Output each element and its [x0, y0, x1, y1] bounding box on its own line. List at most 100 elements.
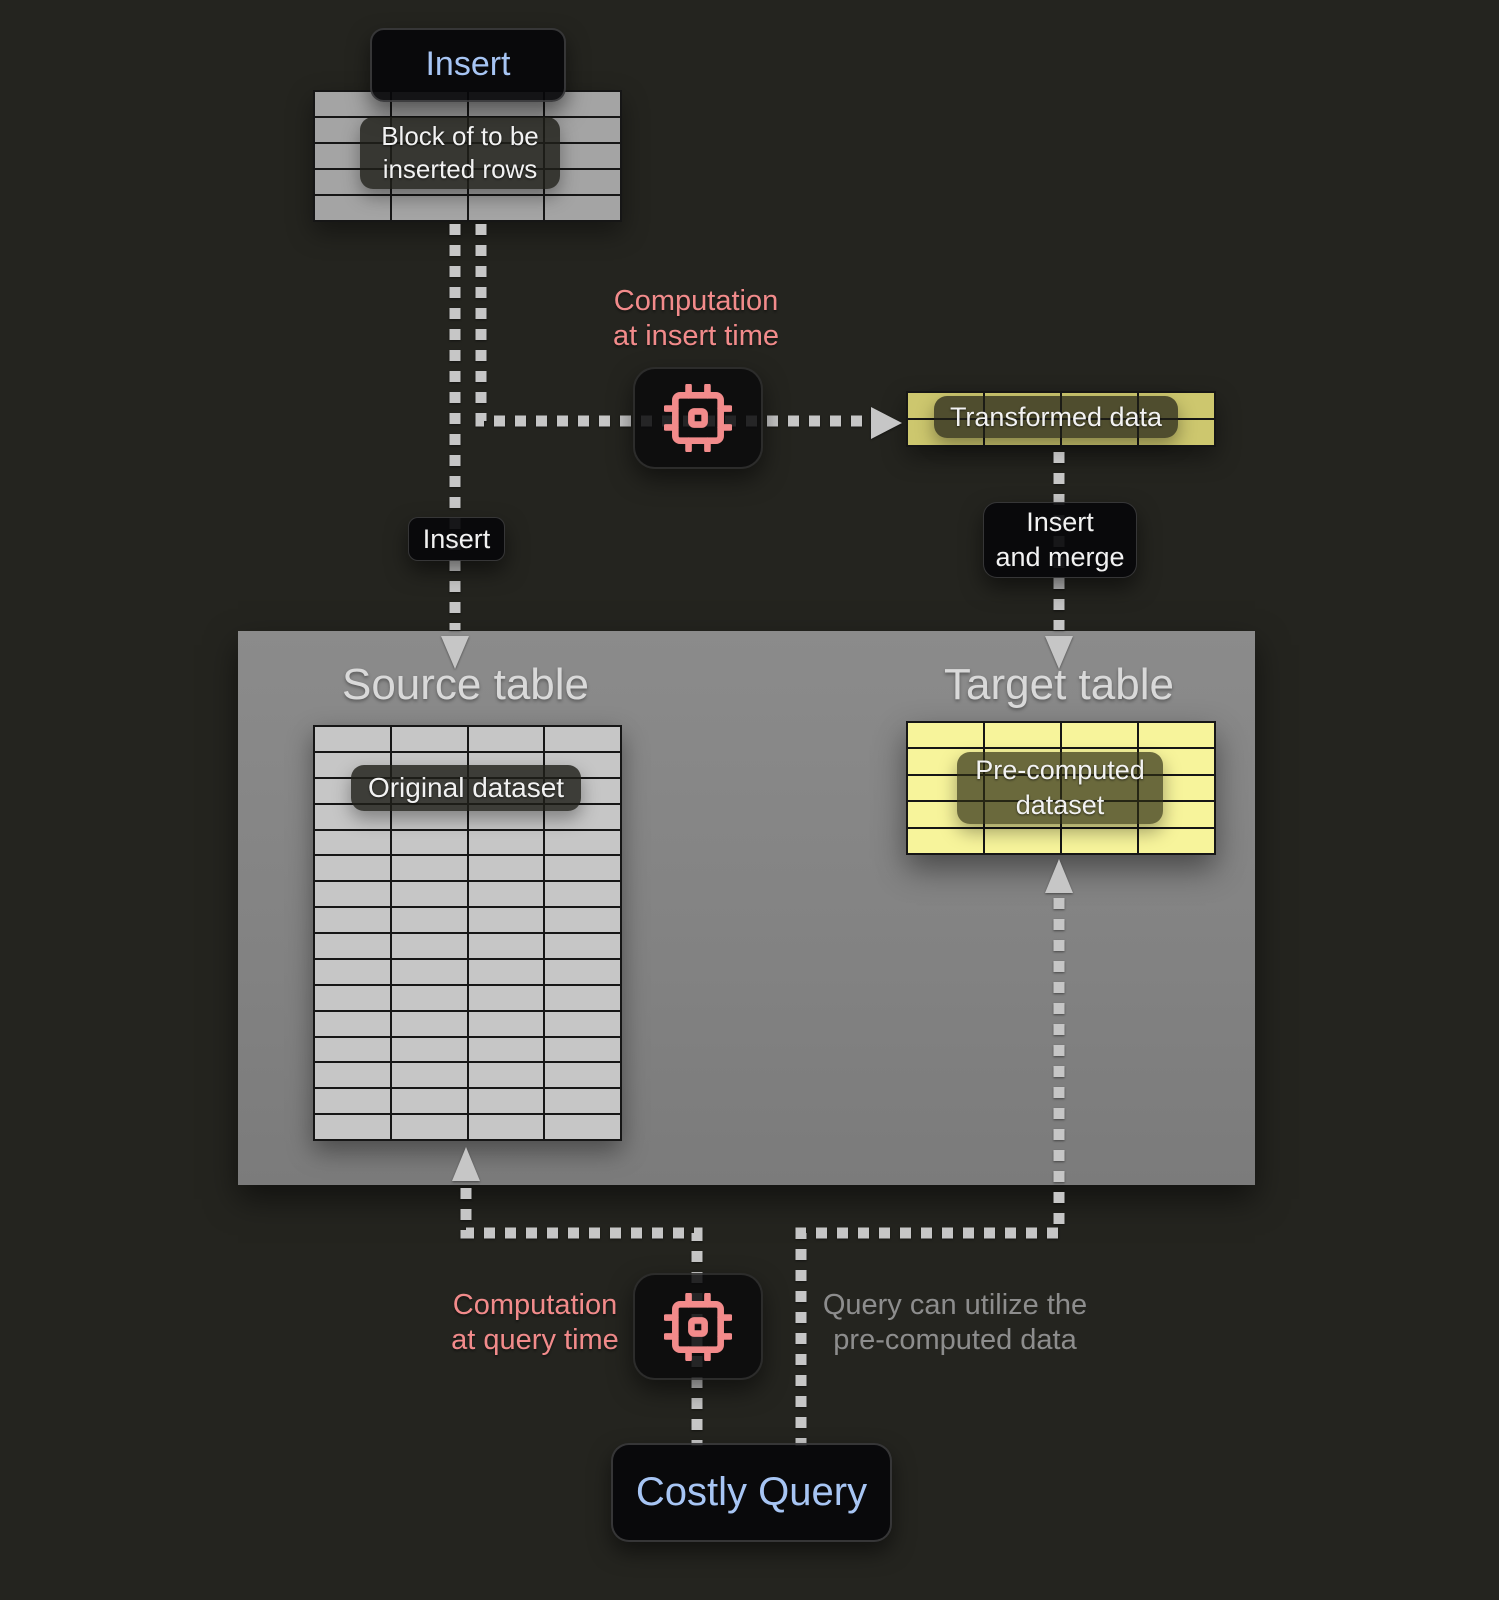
query-note-caption: Query can utilize the pre-computed data	[800, 1288, 1110, 1358]
table-cell	[468, 959, 544, 984]
table-cell	[545, 830, 620, 855]
table-cell	[468, 1089, 544, 1114]
table-cell	[468, 985, 544, 1010]
table-cell	[315, 908, 390, 932]
computation-query-line1: Computation	[452, 1289, 618, 1321]
query-computation-chip	[633, 1273, 763, 1380]
arrow-right-transformed-icon	[871, 407, 902, 439]
table-cell	[391, 934, 467, 958]
table-cell	[545, 1089, 620, 1114]
table-cell	[545, 1063, 620, 1088]
table-cell	[545, 856, 620, 881]
arrow-up-target-icon	[1045, 859, 1073, 893]
insert-computation-chip	[633, 367, 763, 469]
table-cell	[468, 196, 544, 220]
target-to-query-line	[795, 898, 1065, 1446]
table-cell	[315, 1063, 390, 1088]
block-of-rows-label: Block of to be inserted rows	[360, 117, 560, 189]
table-cell	[315, 196, 390, 220]
table-cell	[315, 830, 390, 855]
table-cell	[468, 1063, 544, 1088]
costly-query-text: Costly Query	[635, 1469, 868, 1514]
table-cell	[1139, 828, 1214, 853]
table-cell	[391, 985, 467, 1010]
table-cell	[468, 1115, 544, 1139]
insert-merge-line1: Insert	[1026, 507, 1094, 538]
table-cell	[391, 1115, 467, 1139]
table-cell	[1062, 723, 1137, 748]
cpu-chip-icon	[664, 384, 732, 452]
original-dataset-label: Original dataset	[351, 765, 581, 811]
insert-edge-badge: Insert	[408, 517, 505, 561]
precomputed-line2: dataset	[1015, 790, 1105, 820]
cpu-chip-icon	[664, 1292, 732, 1361]
table-cell	[315, 1089, 390, 1114]
table-cell	[545, 1115, 620, 1139]
block-label-line2: inserted rows	[382, 154, 538, 184]
table-cell	[315, 856, 390, 881]
table-cell	[545, 1037, 620, 1062]
table-cell	[391, 727, 467, 751]
table-cell	[908, 723, 983, 748]
transformed-data-label: Transformed data	[934, 396, 1178, 438]
table-cell	[545, 1011, 620, 1036]
table-cell	[315, 882, 390, 907]
table-cell	[391, 1011, 467, 1036]
costly-query-badge: Costly Query	[611, 1443, 892, 1542]
table-cell	[391, 1037, 467, 1062]
computation-insert-caption: Computation at insert time	[546, 284, 846, 354]
block-label-line1: Block of to be	[381, 120, 539, 151]
table-cell	[391, 856, 467, 881]
arrow-down-target-icon	[1045, 636, 1073, 669]
table-cell	[545, 727, 620, 751]
table-cell	[391, 196, 467, 220]
table-cell	[468, 882, 544, 907]
table-cell	[468, 856, 544, 881]
table-cell	[985, 723, 1060, 748]
table-cell	[315, 959, 390, 984]
table-cell	[468, 830, 544, 855]
table-cell	[908, 828, 983, 853]
original-dataset-text: Original dataset	[367, 772, 565, 804]
table-cell	[315, 985, 390, 1010]
table-cell	[391, 882, 467, 907]
table-cell	[468, 1011, 544, 1036]
precomputed-dataset-label: Pre-computed dataset	[957, 752, 1163, 824]
insert-and-merge-badge: Insert and merge	[983, 502, 1137, 578]
computation-query-line2: at query time	[451, 1324, 619, 1356]
table-cell	[545, 908, 620, 932]
precomputed-line1: Pre-computed	[975, 755, 1145, 786]
table-cell	[315, 1115, 390, 1139]
table-cell	[468, 727, 544, 751]
computation-insert-line1: Computation	[613, 285, 779, 317]
arrow-up-source-icon	[452, 1147, 480, 1181]
computation-query-caption: Computation at query time	[385, 1288, 685, 1358]
query-note-line1: Query can utilize the	[822, 1289, 1088, 1321]
table-cell	[545, 959, 620, 984]
table-cell	[1139, 723, 1214, 748]
table-cell	[315, 1011, 390, 1036]
insert-edge-text: Insert	[422, 523, 491, 554]
source-table-title: Source table	[341, 660, 590, 709]
insert-merge-line2: and merge	[995, 542, 1125, 572]
arrow-down-source-icon	[441, 636, 469, 669]
table-cell	[391, 830, 467, 855]
insert-title-label: Insert	[425, 45, 511, 84]
table-cell	[468, 1037, 544, 1062]
table-cell	[985, 828, 1060, 853]
table-cell	[391, 908, 467, 932]
table-cell	[468, 908, 544, 932]
table-cell	[391, 1089, 467, 1114]
transformed-data-text: Transformed data	[949, 401, 1163, 432]
table-cell	[545, 196, 620, 220]
query-note-line2: pre-computed data	[833, 1324, 1077, 1356]
table-cell	[315, 934, 390, 958]
table-cell	[468, 934, 544, 958]
table-cell	[545, 934, 620, 958]
table-cell	[545, 882, 620, 907]
insert-title-badge: Insert	[370, 28, 566, 102]
table-cell	[315, 727, 390, 751]
insert-to-computation-line	[475, 224, 864, 427]
computation-insert-line2: at insert time	[613, 320, 779, 352]
